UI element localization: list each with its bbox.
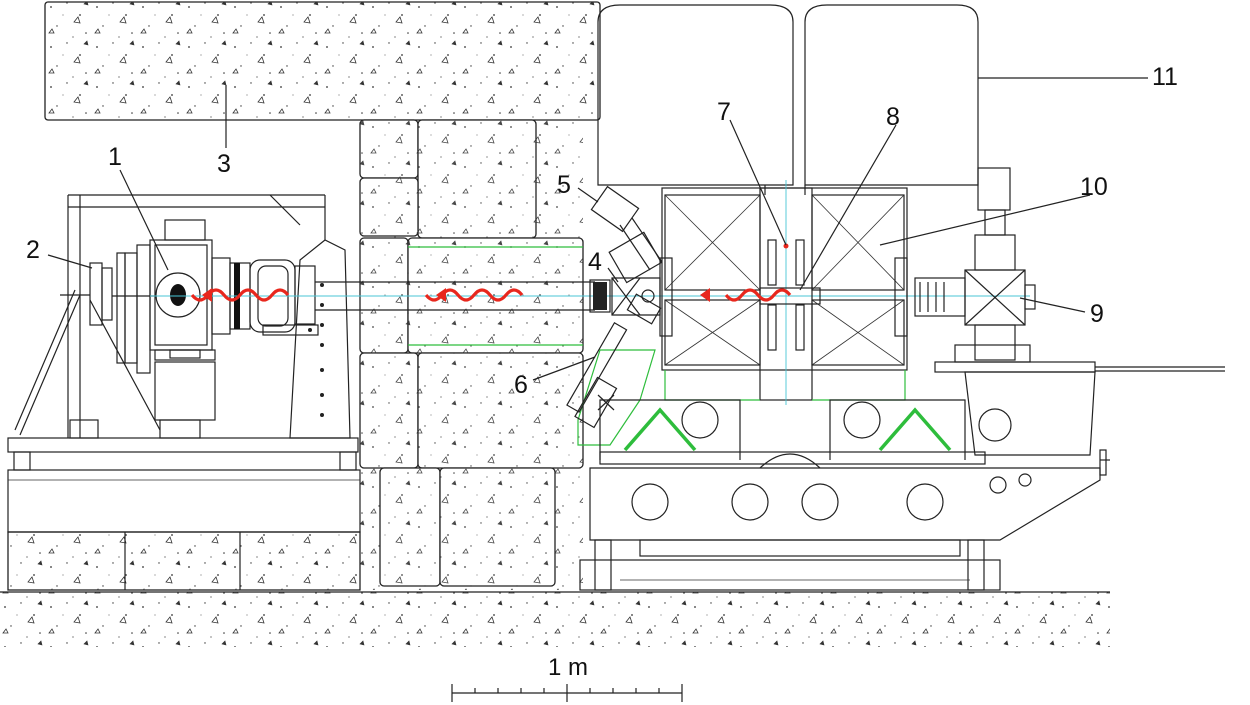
mounting-plate bbox=[289, 239, 351, 439]
label-3: 3 bbox=[217, 150, 231, 178]
label-9: 9 bbox=[1090, 300, 1104, 328]
label-2: 2 bbox=[26, 236, 40, 264]
upper-detector-arm bbox=[590, 185, 663, 271]
magnet-support bbox=[599, 370, 986, 465]
label-7: 7 bbox=[717, 98, 731, 126]
beam-arrow-target bbox=[724, 288, 792, 302]
beam-pipe bbox=[150, 246, 1030, 346]
gas-tanks bbox=[597, 4, 979, 195]
scale-bar-label: 1 m bbox=[548, 654, 588, 681]
leader-lines bbox=[47, 77, 1148, 381]
solenoid-magnet bbox=[659, 180, 908, 405]
shielding-wall bbox=[359, 119, 584, 590]
vacuum-cross bbox=[914, 167, 1225, 456]
label-10: 10 bbox=[1080, 173, 1108, 201]
carriage bbox=[579, 449, 1110, 591]
label-11: 11 bbox=[1152, 63, 1178, 91]
floor-concrete bbox=[0, 592, 1110, 647]
label-5: 5 bbox=[557, 171, 571, 199]
labels: 1 2 3 4 5 6 7 8 9 10 11 bbox=[26, 63, 1178, 399]
label-1: 1 bbox=[108, 143, 122, 171]
target-chamber bbox=[608, 231, 663, 316]
lower-detector-arm bbox=[566, 293, 662, 446]
left-base bbox=[7, 437, 361, 591]
detector-support-frame bbox=[14, 194, 326, 439]
label-4: 4 bbox=[588, 248, 602, 276]
label-8: 8 bbox=[886, 103, 900, 131]
scale-bar: 1 m bbox=[451, 654, 683, 702]
label-6: 6 bbox=[514, 371, 528, 399]
beam-arrows bbox=[190, 288, 792, 302]
detector-crystal bbox=[170, 284, 186, 306]
target-point bbox=[783, 243, 789, 249]
detector-assembly bbox=[60, 219, 319, 439]
